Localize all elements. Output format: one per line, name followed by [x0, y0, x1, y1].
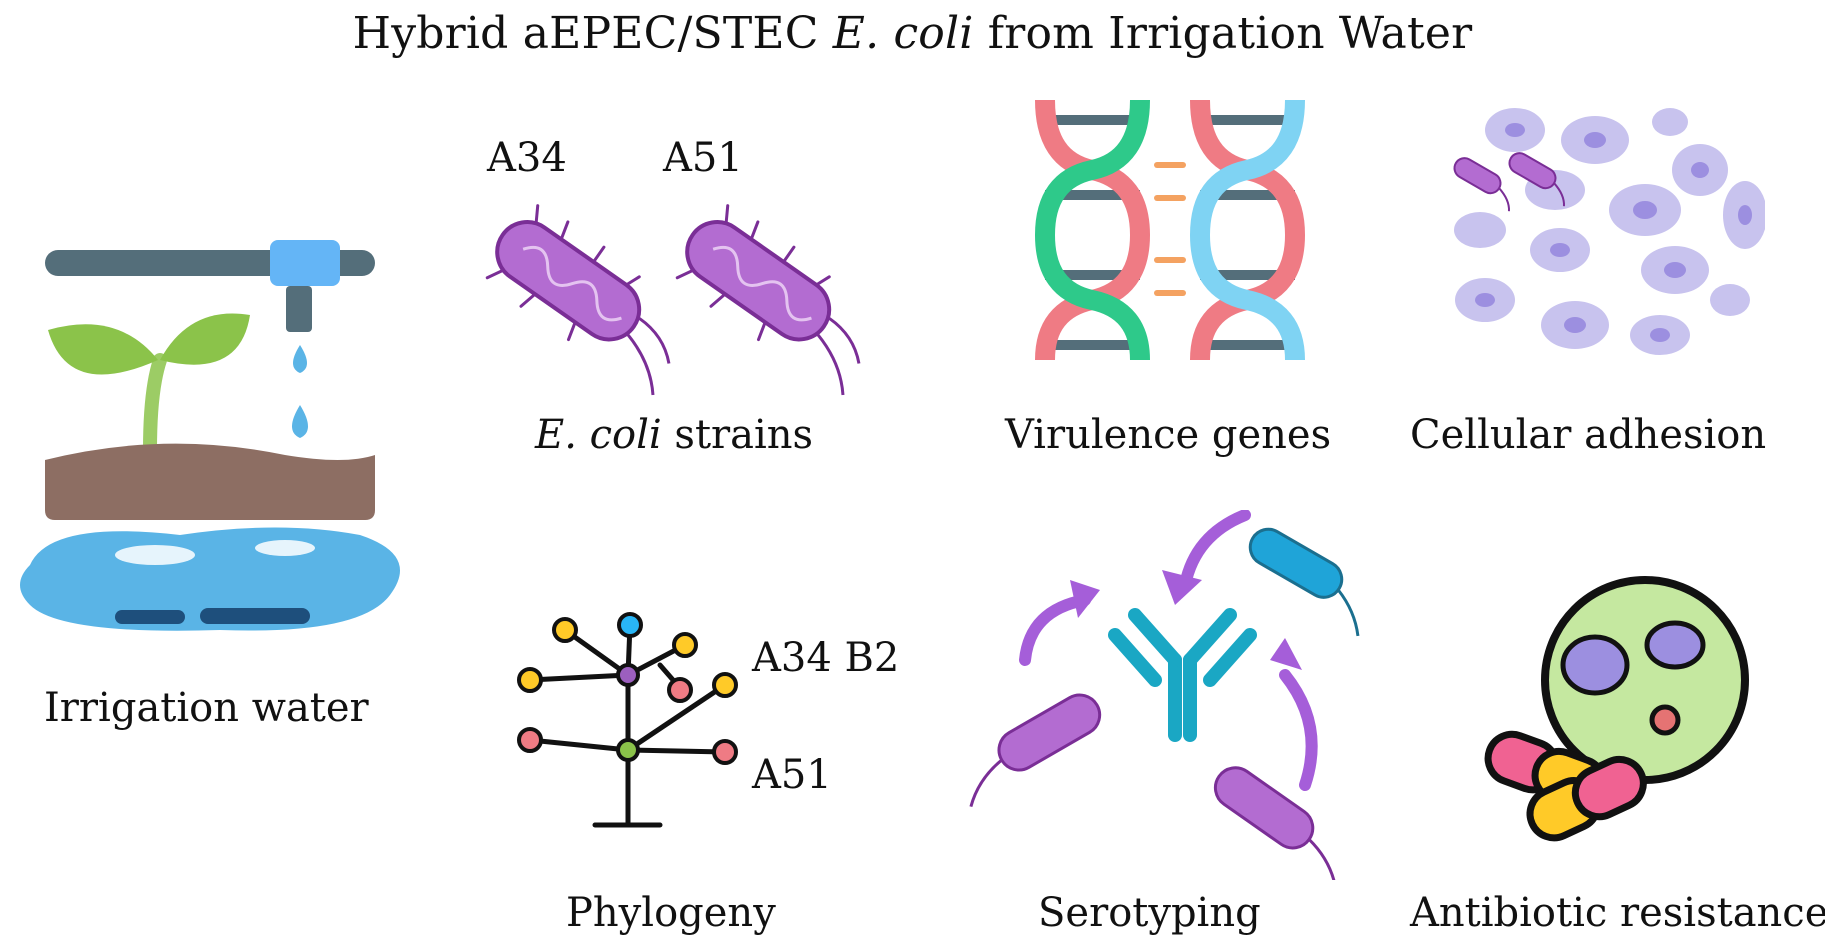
strain-b-label: A51 — [663, 135, 743, 181]
antibody-icon — [1108, 608, 1257, 742]
resistance-label: Antibiotic resistance — [1410, 890, 1825, 936]
serotyping-label: Serotyping — [1038, 890, 1261, 936]
title-prefix: Hybrid aEPEC/STEC — [352, 8, 833, 59]
bacteria-in-dish — [1560, 620, 1706, 736]
title-italic: E. coli — [832, 8, 974, 59]
arrows — [1019, 510, 1318, 791]
strain-a-label: A34 — [487, 135, 567, 181]
bacterium-a34 — [485, 204, 671, 396]
strains-label: E. coli strains — [535, 412, 813, 458]
irrigation-icon — [20, 240, 400, 631]
antibiotic-resistance-icon — [1484, 576, 1749, 842]
adhering-bacteria — [1453, 152, 1565, 212]
adhesion-label: Cellular adhesion — [1410, 412, 1767, 458]
phylogeny-node-a-label: A34 B2 — [752, 635, 900, 681]
virulence-panel — [1025, 100, 1315, 360]
serotyping-icon — [969, 510, 1360, 880]
bacteria-pair-icon — [485, 204, 861, 396]
cells-icon — [1453, 108, 1765, 355]
strains-label-suffix: strains — [661, 412, 814, 458]
strains-label-italic: E. coli — [535, 412, 662, 458]
virulence-label: Virulence genes — [1005, 412, 1332, 458]
figure-title: Hybrid aEPEC/STEC E. coli from Irrigatio… — [0, 8, 1825, 59]
strains-panel — [460, 195, 890, 405]
phylogenetic-tree-icon — [517, 612, 738, 828]
phylogeny-label: Phylogeny — [566, 890, 776, 936]
dna-icon — [1034, 100, 1306, 360]
capsules-icon — [1484, 730, 1647, 842]
adhesion-panel — [1445, 100, 1765, 370]
irrigation-label: Irrigation water — [44, 685, 369, 731]
bacterium-a51 — [675, 204, 861, 396]
resistance-panel — [1475, 575, 1765, 845]
irrigation-panel — [10, 220, 410, 650]
serotyping-panel — [940, 510, 1410, 880]
phylogeny-node-b-label: A51 — [752, 752, 832, 798]
phylogeny-panel — [500, 610, 760, 835]
title-suffix: from Irrigation Water — [973, 8, 1473, 59]
